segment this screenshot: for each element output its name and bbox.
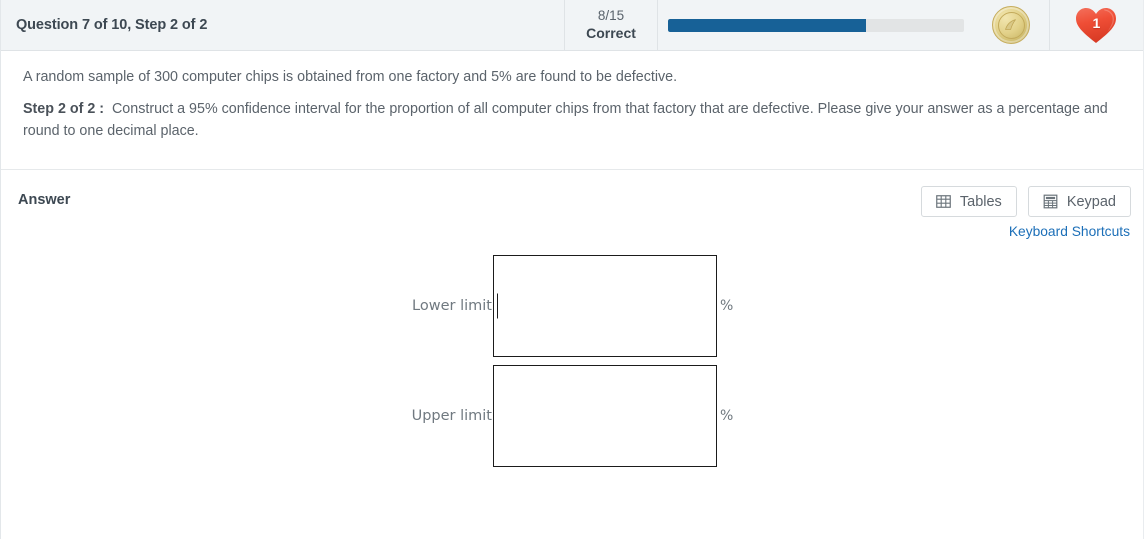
- answer-section-label: Answer: [18, 192, 71, 208]
- answer-input-group: Lower limit % Upper limit %: [17, 255, 1131, 467]
- upper-limit-percent-suffix: %: [720, 408, 734, 424]
- upper-limit-label: Upper limit: [411, 408, 492, 424]
- answer-section: Answer Tables: [1, 170, 1143, 467]
- upper-limit-input[interactable]: [493, 365, 717, 467]
- hearts-panel: 1: [1050, 0, 1143, 50]
- question-step-text: Step 2 of 2 : Construct a 95% confidence…: [23, 99, 1113, 142]
- question-title: Question 7 of 10, Step 2 of 2: [1, 0, 564, 50]
- coin-icon[interactable]: [992, 6, 1031, 44]
- keypad-button-label: Keypad: [1066, 193, 1116, 210]
- progress-bar: [667, 18, 964, 32]
- hearts-count: 1: [1092, 15, 1101, 31]
- progress-panel: [658, 0, 974, 50]
- step-label: Step 2 of 2 :: [23, 101, 104, 117]
- keypad-button[interactable]: Keypad: [1027, 186, 1131, 217]
- tool-button-row: Tables: [920, 186, 1131, 217]
- question-header: Question 7 of 10, Step 2 of 2 8/15 Corre…: [1, 0, 1143, 51]
- heart-icon[interactable]: 1: [1073, 4, 1119, 46]
- lower-limit-label: Lower limit: [412, 298, 492, 314]
- question-body: A random sample of 300 computer chips is…: [1, 51, 1143, 170]
- coin-inner-ring: [997, 11, 1025, 39]
- question-intro-text: A random sample of 300 computer chips is…: [23, 69, 678, 85]
- score-fraction: 8/15: [597, 7, 625, 23]
- score-label: Correct: [586, 24, 636, 41]
- lower-limit-percent-suffix: %: [720, 298, 734, 314]
- lower-limit-input[interactable]: [493, 255, 717, 357]
- step-label-text: Step 2 of 2 :: [23, 101, 105, 118]
- question-title-text: Question 7 of 10, Step 2 of 2: [16, 17, 208, 33]
- coins-panel: [974, 0, 1050, 50]
- progress-bar-fill: [667, 18, 866, 32]
- tables-button[interactable]: Tables: [920, 186, 1017, 217]
- keypad-icon: [1043, 194, 1058, 209]
- step-body-text: Construct a 95% confidence interval for …: [23, 101, 1108, 140]
- table-icon: [936, 194, 951, 209]
- upper-limit-row: Upper limit %: [17, 365, 1131, 467]
- score-panel: 8/15 Correct: [564, 0, 658, 50]
- answer-tools: Tables: [920, 186, 1131, 239]
- keyboard-shortcuts-link[interactable]: Keyboard Shortcuts: [1008, 224, 1130, 239]
- lower-limit-row: Lower limit %: [17, 255, 1131, 357]
- tables-button-label: Tables: [959, 193, 1002, 210]
- answer-header: Answer Tables: [17, 186, 1131, 239]
